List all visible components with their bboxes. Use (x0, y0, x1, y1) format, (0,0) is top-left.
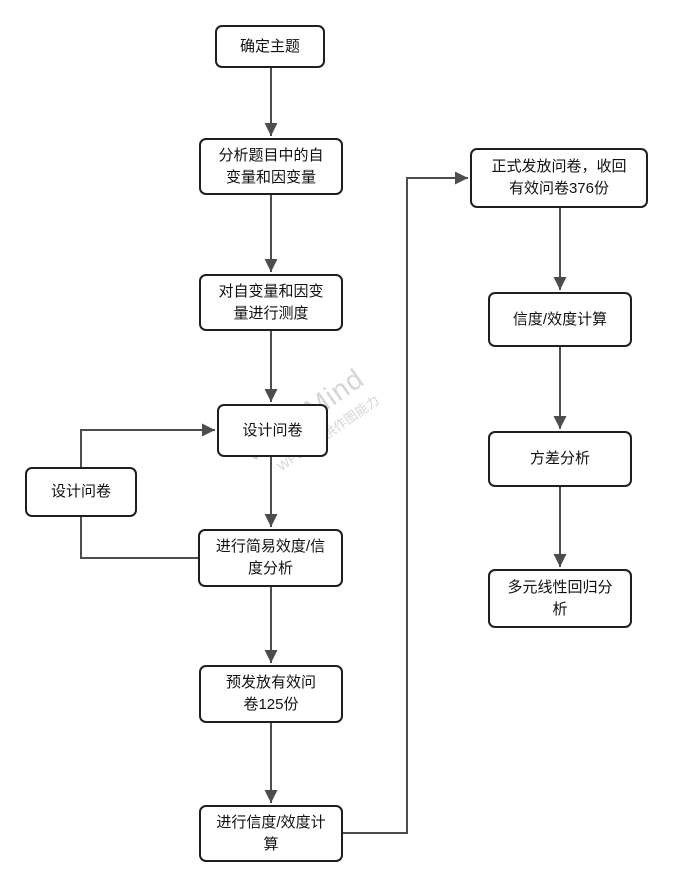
node-analyze-variables[interactable]: 分析题目中的自 变量和因变量 (199, 138, 343, 195)
node-reliability-validity-calc-2[interactable]: 信度/效度计算 (488, 292, 632, 347)
node-measure-variables[interactable]: 对自变量和因变 量进行测度 (199, 274, 343, 331)
node-pre-distribute-questionnaire[interactable]: 预发放有效问 卷125份 (199, 665, 343, 723)
node-variance-analysis[interactable]: 方差分析 (488, 431, 632, 487)
node-design-questionnaire[interactable]: 设计问卷 (217, 404, 328, 457)
node-redesign-questionnaire[interactable]: 设计问卷 (25, 467, 137, 517)
node-regression-analysis[interactable]: 多元线性回归分 析 (488, 569, 632, 628)
node-determine-topic[interactable]: 确定主题 (215, 25, 325, 68)
node-reliability-validity-calc[interactable]: 进行信度/效度计 算 (199, 805, 343, 862)
arrow-calc-to-formal-distribute (343, 171, 468, 834)
node-formal-distribute-questionnaire[interactable]: 正式发放问卷，收回 有效问卷376份 (470, 148, 648, 208)
line-simple-analysis-to-redesign (80, 517, 198, 559)
node-simple-validity-analysis[interactable]: 进行简易效度/信 度分析 (198, 529, 343, 587)
arrow-redesign-to-design (80, 423, 215, 467)
